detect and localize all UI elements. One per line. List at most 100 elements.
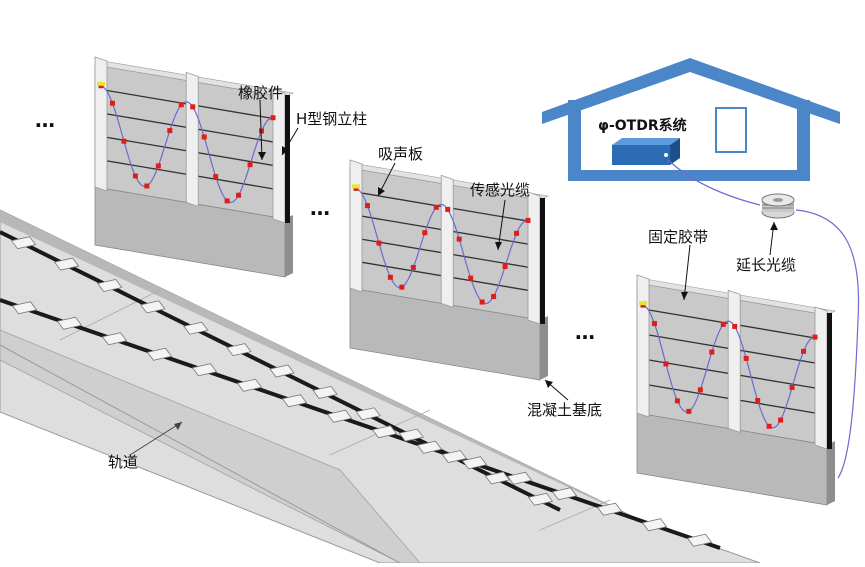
sleeper-lower [686, 533, 713, 547]
sleeper-upper [183, 321, 209, 335]
sensor-point [686, 408, 692, 414]
sensor-point [743, 355, 749, 361]
concrete-base-side [827, 441, 835, 505]
sensor-point [213, 174, 219, 180]
ellipsis-right: … [575, 320, 596, 344]
sleeper-lower [371, 425, 398, 439]
sensor-point [674, 398, 680, 404]
sensor-point [270, 115, 276, 121]
h-column-flange [285, 95, 290, 223]
sensor-point [178, 102, 184, 108]
barrier-segment-1 [94, 56, 294, 278]
sleeper-lower [11, 301, 38, 315]
noise-barriers [94, 56, 836, 506]
otdr-device [612, 145, 670, 165]
sleeper-lower [506, 471, 533, 485]
sleeper-upper [441, 450, 467, 463]
h-column [727, 289, 741, 433]
h-column [272, 88, 286, 224]
sensor-point [422, 230, 428, 236]
track-pointer [129, 421, 183, 456]
sleeper-upper [10, 236, 37, 250]
fiber-to-spool [667, 159, 761, 206]
sleepers [10, 236, 713, 547]
sensor-point [201, 134, 207, 140]
sleeper-upper [355, 407, 381, 421]
sensor-point [468, 275, 474, 281]
ellipsis-left: … [35, 108, 56, 132]
sensor-point [167, 128, 173, 134]
sleeper-lower [191, 363, 218, 377]
sensor-point [190, 104, 196, 110]
sleeper-upper [312, 385, 338, 399]
sensor-point [651, 321, 657, 327]
sensor-point [121, 138, 127, 144]
label-extension-cable: 延长光缆 [736, 256, 797, 274]
sensor-point [144, 183, 150, 189]
sensor-point [387, 274, 393, 280]
sensor-point [445, 206, 451, 212]
sensor-point [109, 100, 115, 106]
sensor-point [812, 334, 818, 340]
sensor-point [732, 323, 738, 329]
label-fixing-tape: 固定胶带 [648, 228, 709, 246]
sensor-point [502, 263, 508, 269]
sensor-point [514, 230, 520, 236]
sleeper-lower [461, 456, 488, 470]
sleeper-lower [101, 332, 128, 346]
h-column-flange [540, 198, 545, 324]
label-track: 轨道 [108, 453, 139, 471]
sensing-fiber [355, 187, 529, 305]
house-wall-left [568, 100, 581, 180]
house-wall-right [797, 100, 810, 180]
sensor-point [697, 387, 703, 393]
fixing-tape [352, 184, 360, 189]
sleeper-upper [527, 492, 554, 506]
house-roof [542, 58, 840, 124]
concrete-base-side [540, 316, 548, 380]
monitoring-house [542, 58, 840, 181]
leader-arrowheads [258, 146, 778, 388]
sensing-fiber [642, 304, 816, 429]
sensor-point [491, 293, 497, 299]
h-column [527, 191, 541, 325]
sensor-point [364, 203, 370, 209]
sensor-point [236, 192, 242, 198]
sleeper-upper [53, 257, 80, 271]
label-absorber: 吸声板 [378, 145, 424, 163]
house-window [715, 107, 747, 153]
h-column [349, 159, 363, 293]
sleeper-upper [226, 343, 252, 357]
sleeper-lower [596, 502, 623, 516]
label-system: φ-OTDR系统 [598, 118, 687, 134]
sleeper-lower [236, 378, 263, 392]
sensor-point [247, 162, 253, 168]
sleeper-lower [416, 440, 443, 454]
sensor-point [155, 163, 161, 169]
sleeper-lower [146, 347, 173, 361]
sleeper-upper [97, 279, 123, 292]
sensor-point [709, 349, 715, 355]
otdr-device-top [612, 138, 680, 145]
label-h-column: H型钢立柱 [296, 110, 368, 128]
sensor-point [525, 217, 531, 223]
sleeper-lower [641, 518, 668, 532]
otdr-device-side [670, 138, 680, 165]
sensor-point [259, 128, 265, 134]
fixing-tape [97, 81, 105, 86]
label-rubber: 橡胶件 [238, 84, 284, 102]
fiber-from-spool [795, 209, 860, 479]
sleeper-lower [56, 316, 83, 330]
sleeper-lower [326, 409, 353, 423]
sensor-point [720, 321, 726, 327]
sensor-point [376, 240, 382, 246]
h-column [185, 71, 199, 207]
sensor-point [755, 398, 761, 404]
h-column-flange [827, 313, 832, 449]
sleeper-upper [269, 364, 295, 378]
sleeper-upper [484, 471, 511, 485]
sensor-point [132, 173, 138, 179]
sensor-point [766, 423, 772, 429]
